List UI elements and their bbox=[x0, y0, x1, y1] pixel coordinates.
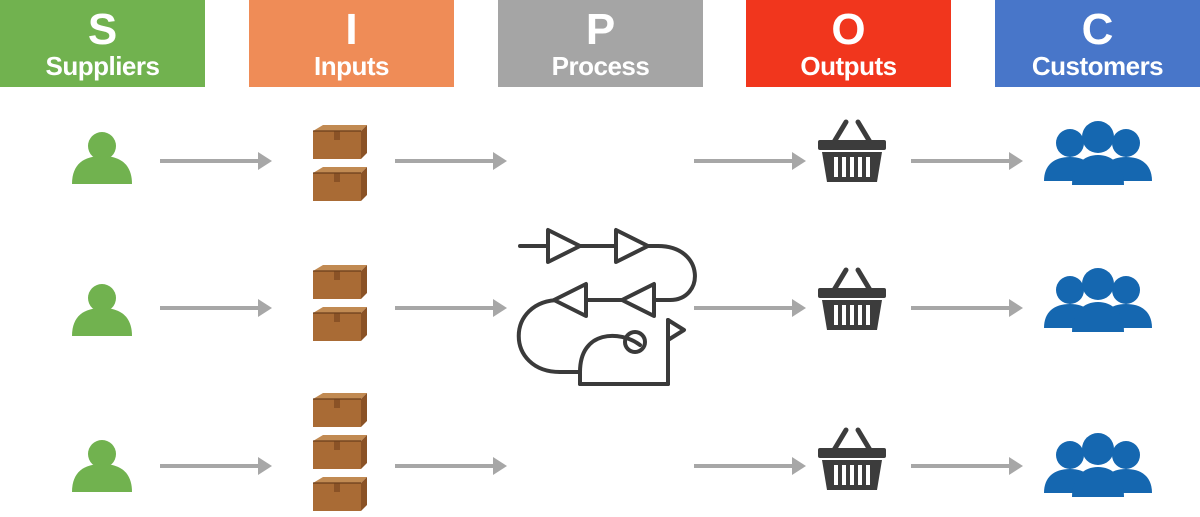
flow-arrow bbox=[692, 297, 808, 319]
box-icon bbox=[312, 434, 368, 470]
box-icon bbox=[312, 476, 368, 512]
header-process: P Process bbox=[498, 0, 703, 87]
suppliers-column bbox=[72, 132, 132, 492]
basket-icon bbox=[818, 270, 886, 330]
group-icon bbox=[1044, 121, 1152, 185]
header-letter-p: P bbox=[585, 5, 616, 54]
flow-arrow bbox=[158, 150, 274, 172]
header-letter-i: I bbox=[345, 5, 358, 54]
header-letter-s: S bbox=[87, 5, 118, 54]
flow-arrow bbox=[158, 297, 274, 319]
flow-arrow bbox=[393, 455, 509, 477]
box-icon bbox=[312, 166, 368, 202]
basket-icon bbox=[818, 430, 886, 490]
header-word-process: Process bbox=[551, 51, 650, 81]
flow-arrow bbox=[158, 455, 274, 477]
output-to-customer-arrows bbox=[909, 150, 1025, 477]
header-outputs: O Outputs bbox=[746, 0, 951, 87]
box-icon bbox=[312, 124, 368, 160]
flow-arrow bbox=[692, 455, 808, 477]
header-word-outputs: Outputs bbox=[800, 51, 897, 81]
process-path-icon bbox=[516, 228, 697, 386]
supplier-to-input-arrows bbox=[158, 150, 274, 477]
box-icon bbox=[312, 264, 368, 300]
header-word-inputs: Inputs bbox=[314, 51, 390, 81]
person-icon bbox=[72, 132, 132, 184]
group-icon bbox=[1044, 268, 1152, 332]
flow-arrow bbox=[909, 297, 1025, 319]
header-letter-c: C bbox=[1081, 5, 1114, 54]
process-to-output-arrows bbox=[692, 150, 808, 477]
group-icon bbox=[1044, 433, 1152, 497]
box-icon bbox=[312, 306, 368, 342]
header-word-customers: Customers bbox=[1031, 51, 1164, 81]
flow-arrow bbox=[909, 455, 1025, 477]
input-to-process-arrows bbox=[393, 150, 509, 477]
flow-arrow bbox=[909, 150, 1025, 172]
flow-arrow bbox=[393, 150, 509, 172]
header-inputs: I Inputs bbox=[249, 0, 454, 87]
header-customers: C Customers bbox=[995, 0, 1200, 87]
header-letter-o: O bbox=[831, 5, 866, 54]
outputs-column bbox=[818, 122, 886, 490]
flow-arrow bbox=[692, 150, 808, 172]
customers-column bbox=[1044, 121, 1152, 497]
person-icon bbox=[72, 284, 132, 336]
flow-arrow bbox=[393, 297, 509, 319]
box-icon bbox=[312, 392, 368, 428]
inputs-column bbox=[312, 124, 368, 512]
basket-icon bbox=[818, 122, 886, 182]
header-word-suppliers: Suppliers bbox=[45, 51, 160, 81]
header-suppliers: S Suppliers bbox=[0, 0, 205, 87]
person-icon bbox=[72, 440, 132, 492]
